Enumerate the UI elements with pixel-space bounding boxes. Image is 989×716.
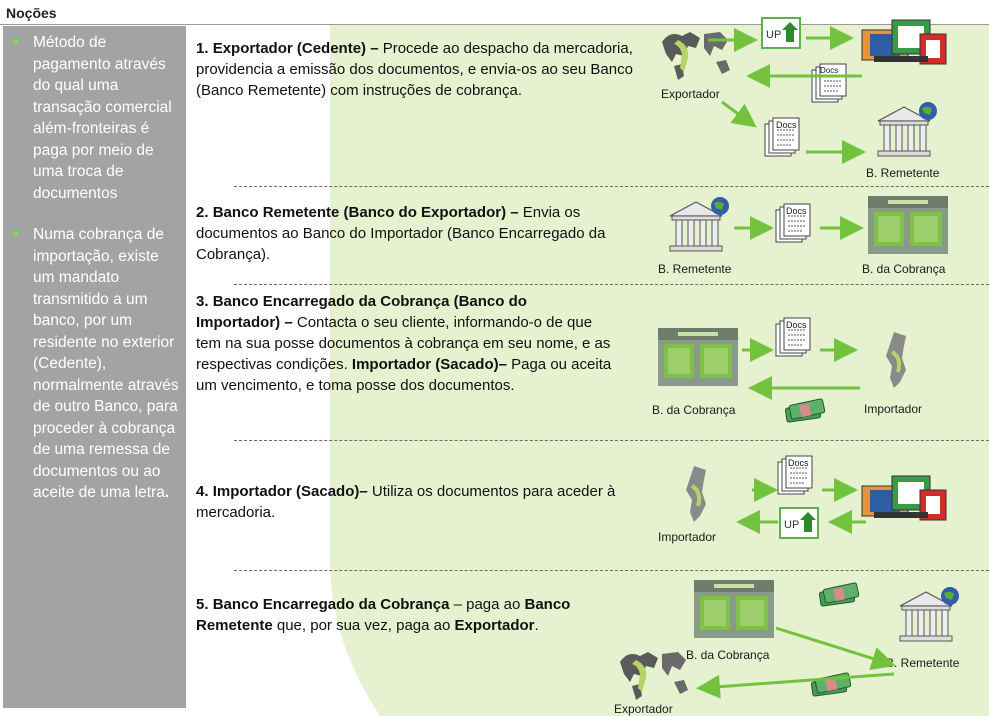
step-1-number: 1. [196,40,209,57]
b-remetente-label: B. Remetente [658,262,732,276]
bullet-2-text: Numa cobrança de importação, existe um m… [33,226,179,501]
step-2-text: Envia os documentos ao Banco do Importad… [196,204,606,263]
step-1: 1. Exportador (Cedente) – Procede ao des… [196,38,641,101]
step-5-text-3: . [534,617,539,634]
step-3-text: Contacta o seu cliente, informando-o de … [196,314,611,373]
step-separator [234,284,989,285]
step-separator [234,570,989,571]
step-3-heading: Banco Encarregado da Cobrança (Banco do … [196,293,527,331]
step-5-heading: Banco Encarregado da Cobrança [212,596,450,613]
sidebar-bullet-2: Numa cobrança de importação, existe um m… [11,224,180,504]
step-5-text: – paga ao [449,596,525,613]
b-cobranca-label: B. da Cobrança [862,262,946,276]
docs-label: Docs [786,320,807,330]
step-3: 3. Banco Encarregado da Cobrança (Banco … [196,291,614,396]
step-4: 4. Importador (Sacado)– Utiliza os docum… [196,481,616,523]
title-divider [0,24,989,25]
step-1-heading: Exportador (Cedente) – [212,40,379,57]
step-3-heading-2: Importador (Sacado)– [351,356,507,373]
bullet-marker [13,39,18,44]
sidebar: Método de pagamento através do qual uma … [3,26,186,708]
docs-label: Docs [786,206,807,216]
step-2-heading: Banco Remetente (Banco do Exportador) – [212,204,519,221]
step-3-text-2: Paga ou aceita um vencimento, e toma pos… [196,356,612,394]
bullet-marker [13,231,18,236]
docs-label: Docs [788,458,809,468]
docs-label: Docs [820,66,839,75]
exportador-label: Exportador [614,702,673,716]
page-title: Noções [6,5,57,21]
exportador-label: Exportador [661,87,720,101]
docs-label: Docs [776,120,797,130]
bullet-1-text: Método de pagamento através do qual uma … [33,34,172,202]
b-remetente-label: B. Remetente [866,166,940,180]
step-5-heading-3: Exportador [454,617,535,634]
step-5-number: 5. [196,596,209,613]
b-cobranca-label: B. da Cobrança [686,648,770,662]
step-separator [234,186,989,187]
step-5-heading-2: Banco Remetente [196,596,571,634]
step-separator [234,440,989,441]
sidebar-bullet-1: Método de pagamento através do qual uma … [11,32,180,204]
step-4-text: Utiliza os documentos para aceder à merc… [196,483,616,521]
b-cobranca-label: B. da Cobrança [652,403,736,417]
step-4-number: 4. [196,483,209,500]
step-5: 5. Banco Encarregado da Cobrança – paga … [196,594,596,636]
importador-label: Importador [864,402,923,416]
step-4-heading: Importador (Sacado)– [212,483,368,500]
importador-label: Importador [658,530,717,544]
step-5-text-2: que, por sua vez, paga ao [272,617,455,634]
step-2-number: 2. [196,204,209,221]
step-2: 2. Banco Remetente (Banco do Exportador)… [196,202,646,265]
b-remetente-label: B. Remetente [886,656,960,670]
step-1-text: Procede ao despacho da mercadoria, provi… [196,40,633,99]
step-3-number: 3. [196,293,209,310]
bullet-2-end: . [164,484,170,501]
